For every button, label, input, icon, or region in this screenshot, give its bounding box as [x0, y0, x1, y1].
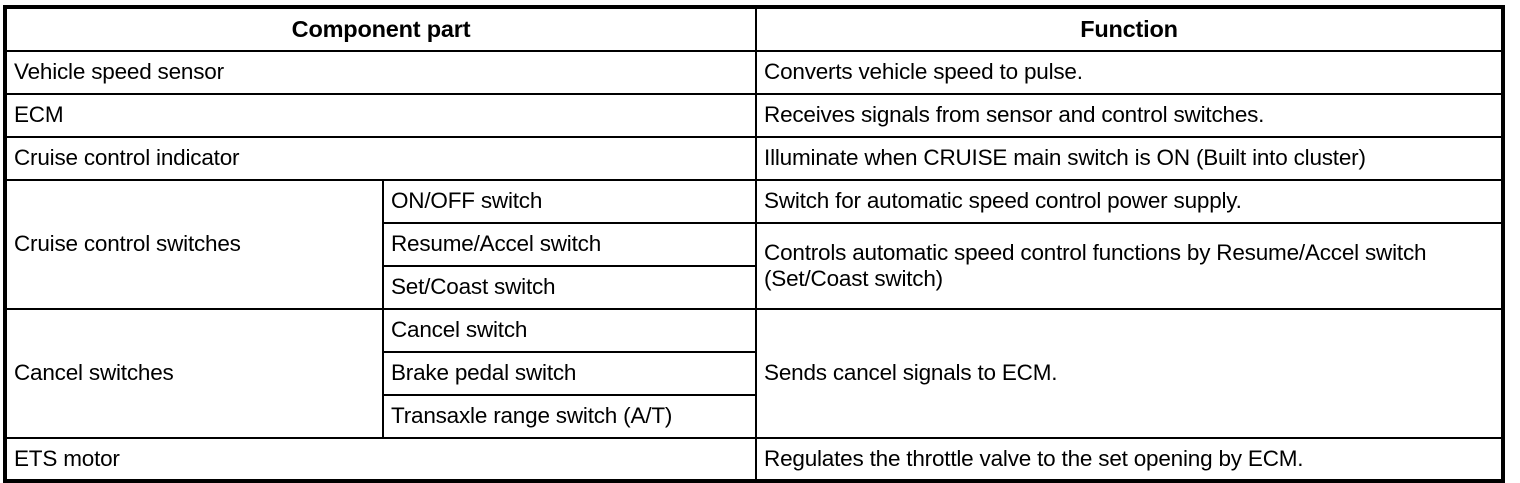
cell-function-ets-motor: Regulates the throttle valve to the set … — [755, 437, 1505, 482]
cell-function-vehicle-speed-sensor: Converts vehicle speed to pulse. — [755, 50, 1505, 95]
table-row: Vehicle speed sensor Converts vehicle sp… — [3, 50, 1505, 95]
cell-component-cancel-switches: Cancel switches — [4, 308, 384, 439]
header-function: Function — [755, 6, 1505, 52]
table-row: Brake pedal switch — [5, 351, 1503, 396]
table-row: Transaxle range switch (A/T) — [5, 394, 1503, 439]
cell-function-on-off-switch: Switch for automatic speed control power… — [755, 179, 1505, 224]
cell-component-ets-motor: ETS motor — [3, 437, 758, 482]
table-row: Cruise control switches ON/OFF switch Sw… — [4, 179, 1505, 310]
component-function-table: Component part Function Vehicle speed se… — [3, 5, 1506, 483]
cell-component-vehicle-speed-sensor: Vehicle speed sensor — [3, 50, 758, 95]
cell-function-cancel-switches: Sends cancel signals to ECM. — [755, 308, 1505, 439]
cell-sub-transaxle-range-switch: Transaxle range switch (A/T) — [381, 394, 758, 439]
header-function-label: Function — [1080, 15, 1178, 42]
table-row: Cruise control indicator Illuminate when… — [3, 136, 1505, 181]
table-row: Set/Coast switch — [5, 265, 1503, 310]
cell-function-ecm: Receives signals from sensor and control… — [755, 93, 1505, 138]
table-row: Cancel switches Cancel switch Sends canc… — [4, 308, 1505, 439]
spec-table-container: Component part Function Vehicle speed se… — [3, 5, 1506, 483]
cell-sub-set-coast-switch: Set/Coast switch — [381, 265, 758, 310]
cell-sub-resume-accel-switch: Resume/Accel switch — [381, 222, 758, 267]
table-row: ETS motor Regulates the throttle valve t… — [3, 437, 1505, 482]
cell-component-cruise-control-indicator: Cruise control indicator — [3, 136, 758, 181]
cell-component-cruise-control-switches: Cruise control switches — [4, 179, 384, 310]
cell-function-cruise-control-indicator: Illuminate when CRUISE main switch is ON… — [755, 136, 1505, 181]
cell-sub-brake-pedal-switch: Brake pedal switch — [381, 351, 758, 396]
header-component-part: Component part — [3, 6, 758, 52]
cell-component-ecm: ECM — [3, 93, 758, 138]
cell-function-resume-accel-set-coast: Controls automatic speed control functio… — [755, 222, 1505, 310]
table-header-row: Component part Function — [3, 6, 1505, 52]
table-row: Resume/Accel switch Controls automatic s… — [5, 222, 1505, 310]
table-row: ECM Receives signals from sensor and con… — [3, 93, 1505, 138]
cell-sub-on-off-switch: ON/OFF switch — [381, 179, 758, 224]
header-component-part-label: Component part — [291, 15, 471, 42]
cell-sub-cancel-switch: Cancel switch — [381, 308, 758, 353]
